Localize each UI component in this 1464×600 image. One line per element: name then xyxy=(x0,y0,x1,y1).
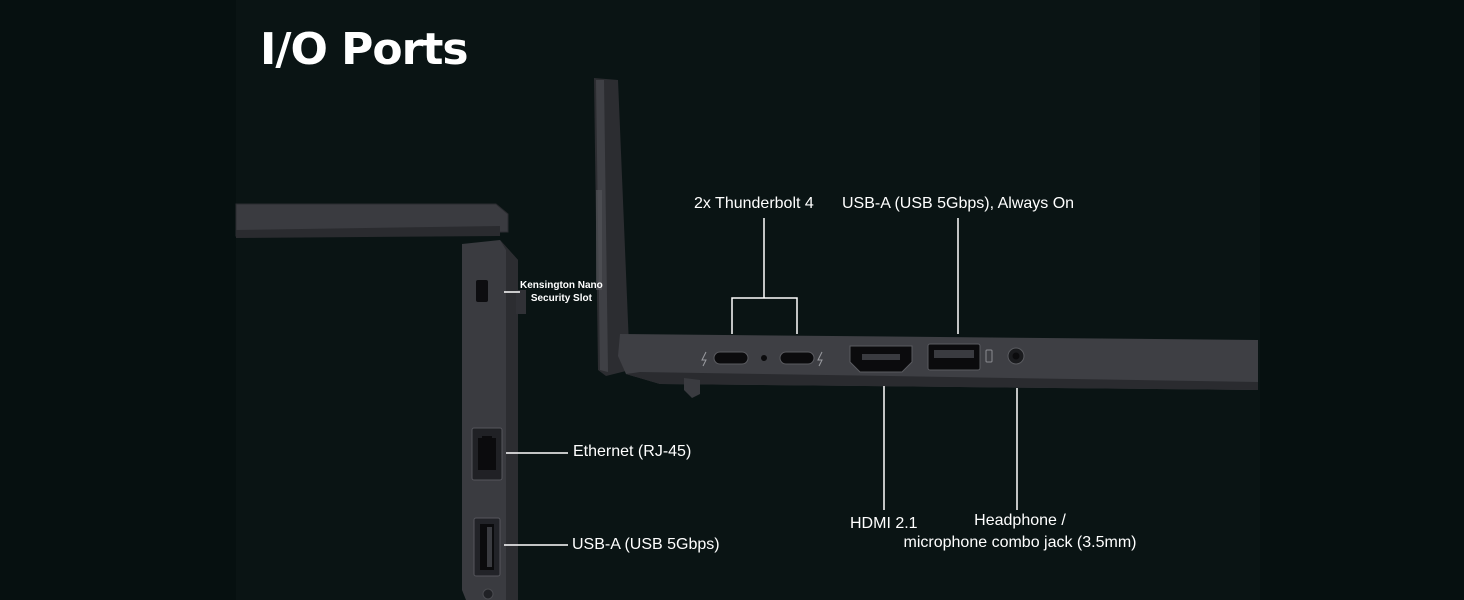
usb-a-label: USB-A (USB 5Gbps) xyxy=(572,536,720,553)
kensington-slot-icon xyxy=(476,280,488,302)
headphone-label-line2: microphone combo jack (3.5mm) xyxy=(903,534,1137,551)
usb-a-always-on-label: USB-A (USB 5Gbps), Always On xyxy=(842,195,1075,212)
right-margin xyxy=(1260,0,1464,600)
ethernet-label: Ethernet (RJ-45) xyxy=(573,443,692,460)
hdmi-port-icon xyxy=(849,345,913,373)
right-laptop-side-view xyxy=(594,78,1258,398)
left-margin xyxy=(0,0,236,600)
status-led-icon xyxy=(482,588,494,600)
headphone-label: Headphone / microphone combo jack (3.5mm… xyxy=(894,510,1146,554)
hdmi-label: HDMI 2.1 xyxy=(850,515,918,532)
usb-a-always-on-port-icon xyxy=(927,343,993,371)
ethernet-port-icon xyxy=(471,427,503,481)
headphone-label-line1: Headphone / xyxy=(974,512,1066,529)
thunderbolt-label: 2x Thunderbolt 4 xyxy=(694,195,814,212)
thunderbolt-port-icon xyxy=(701,351,823,367)
callout-lines xyxy=(504,218,1018,546)
usb-a-port-icon xyxy=(473,517,501,577)
kensington-label-line1: Kensington Nano xyxy=(520,280,603,291)
page-title: I/O Ports xyxy=(260,24,469,75)
kensington-label-line2: Security Slot xyxy=(530,293,592,304)
audio-jack-icon xyxy=(1007,347,1025,365)
left-laptop-side-view xyxy=(235,203,526,600)
kensington-label: Kensington Nano Security Slot xyxy=(520,279,603,305)
image-panel xyxy=(236,0,1260,600)
